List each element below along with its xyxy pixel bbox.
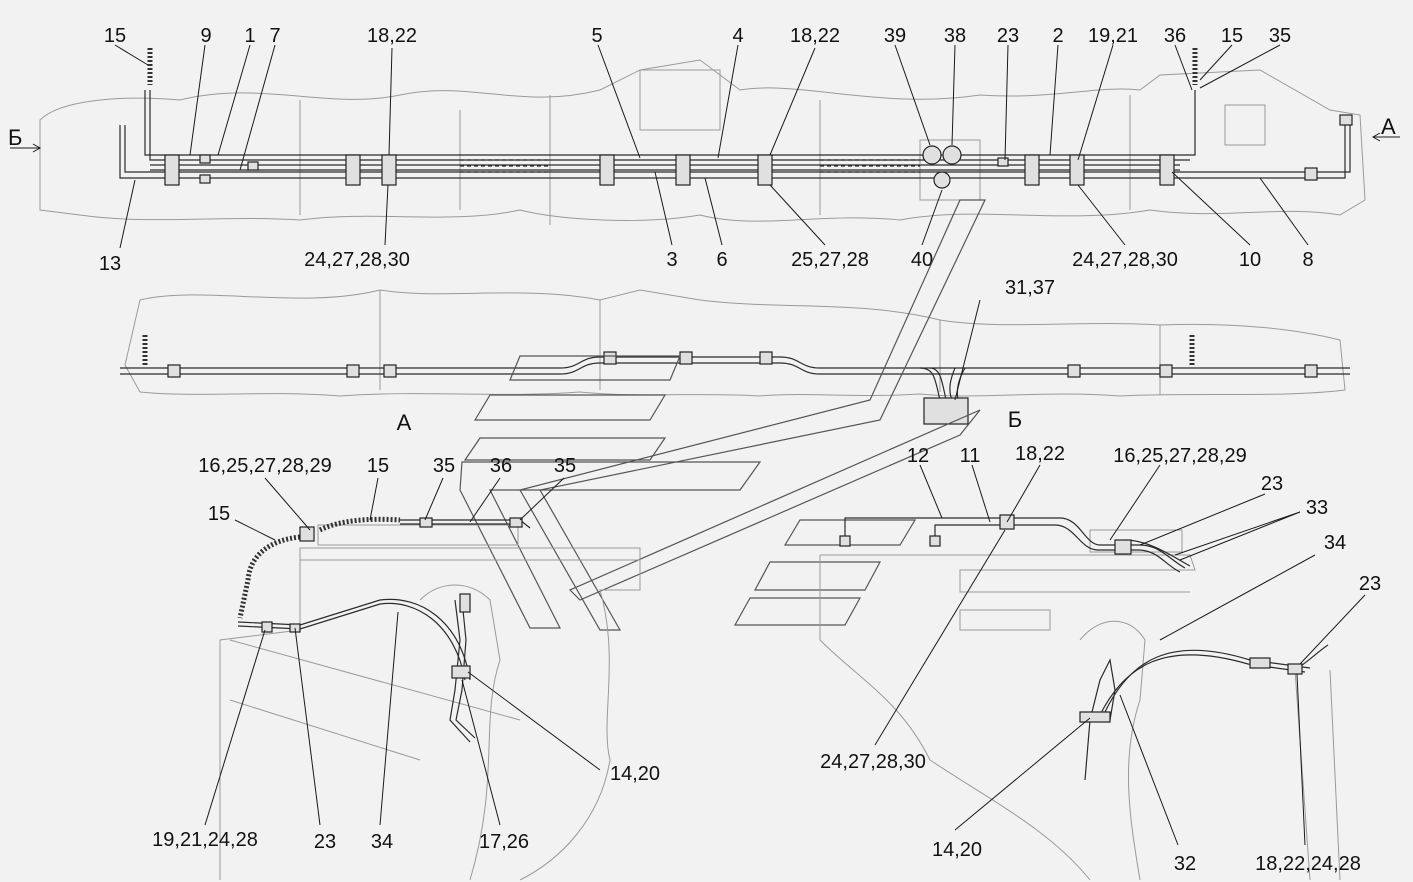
callout-a-10: 14,20 — [610, 763, 660, 785]
callout-a-4: 35 — [554, 455, 576, 477]
callout-top-0: 15 — [104, 25, 126, 47]
callout-b-3: 16,25,27,28,29 — [1113, 445, 1246, 467]
callout-top-8: 39 — [884, 25, 906, 47]
view-b-frame — [819, 529, 1341, 881]
view-b-clamps — [839, 514, 1303, 723]
callout-top-2: 1 — [244, 25, 255, 47]
callout-top-13: 36 — [1164, 25, 1186, 47]
callout-top-10: 23 — [997, 25, 1019, 47]
callout-b-8: 24,27,28,30 — [820, 751, 926, 773]
side-view-clamps — [167, 351, 1318, 425]
view-arrow-b: Б — [8, 125, 22, 150]
callout-top-17: 24,27,28,30 — [304, 249, 410, 271]
callout-b-7: 23 — [1359, 573, 1381, 595]
view-b-tubes — [844, 517, 1329, 781]
callout-top-20: 25,27,28 — [791, 249, 869, 271]
view-title-a: А — [397, 410, 412, 435]
callout-top-18: 3 — [666, 249, 677, 271]
view-b-leaders — [874, 464, 1366, 846]
top-view-hoses — [147, 48, 1198, 85]
view-a-leaders — [204, 477, 601, 826]
callout-top-3: 7 — [269, 25, 280, 47]
callout-top-1: 9 — [200, 25, 211, 47]
callout-a-3: 36 — [490, 455, 512, 477]
top-leaders — [114, 44, 1309, 249]
callout-top-6: 4 — [732, 25, 743, 47]
callout-top-15: 35 — [1269, 25, 1291, 47]
callout-b-5: 33 — [1306, 497, 1328, 519]
callout-b-6: 34 — [1324, 532, 1346, 554]
callout-a-9: 17,26 — [479, 831, 529, 853]
callout-a-7: 23 — [314, 831, 336, 853]
callout-top-11: 2 — [1052, 25, 1063, 47]
callout-top-14: 15 — [1221, 25, 1243, 47]
callout-a-5: 15 — [208, 503, 230, 525]
callout-top-5: 5 — [591, 25, 602, 47]
callout-b-4: 23 — [1261, 473, 1283, 495]
callout-top-16: 13 — [99, 253, 121, 275]
callout-b-9: 14,20 — [932, 839, 982, 861]
callout-a-0: 16,25,27,28,29 — [198, 455, 331, 477]
side-view-frame — [124, 289, 1346, 397]
top-view-clamps — [164, 114, 1353, 189]
callout-a-2: 35 — [433, 455, 455, 477]
view-a-hoses — [237, 516, 531, 743]
callout-b-2: 18,22 — [1015, 443, 1065, 465]
callout-top-12: 19,21 — [1088, 25, 1138, 47]
callout-a-8: 34 — [371, 831, 393, 853]
top-view-tubes — [119, 90, 1351, 179]
callout-middle-0: 31,37 — [1005, 277, 1055, 299]
view-title-b: Б — [1008, 407, 1022, 432]
callout-top-22: 24,27,28,30 — [1072, 249, 1178, 271]
callout-b-11: 18,22,24,28 — [1255, 853, 1361, 875]
callout-top-21: 40 — [911, 249, 933, 271]
callout-b-1: 11 — [960, 445, 981, 467]
callout-a-6: 19,21,24,28 — [152, 829, 258, 851]
callout-top-4: 18,22 — [367, 25, 417, 47]
reference-outlines — [459, 199, 986, 631]
view-a-frame — [219, 524, 641, 881]
callout-top-23: 10 — [1239, 249, 1261, 271]
callout-a-1: 15 — [367, 455, 389, 477]
callout-top-9: 38 — [944, 25, 966, 47]
view-a-clamps — [261, 517, 523, 679]
callout-top-19: 6 — [716, 249, 727, 271]
callout-b-10: 32 — [1174, 853, 1196, 875]
view-arrow-a: А — [1381, 114, 1396, 139]
callout-top-24: 8 — [1302, 249, 1313, 271]
callout-b-0: 12 — [907, 445, 929, 467]
callout-top-7: 18,22 — [790, 25, 840, 47]
view-arrows — [10, 132, 1400, 153]
